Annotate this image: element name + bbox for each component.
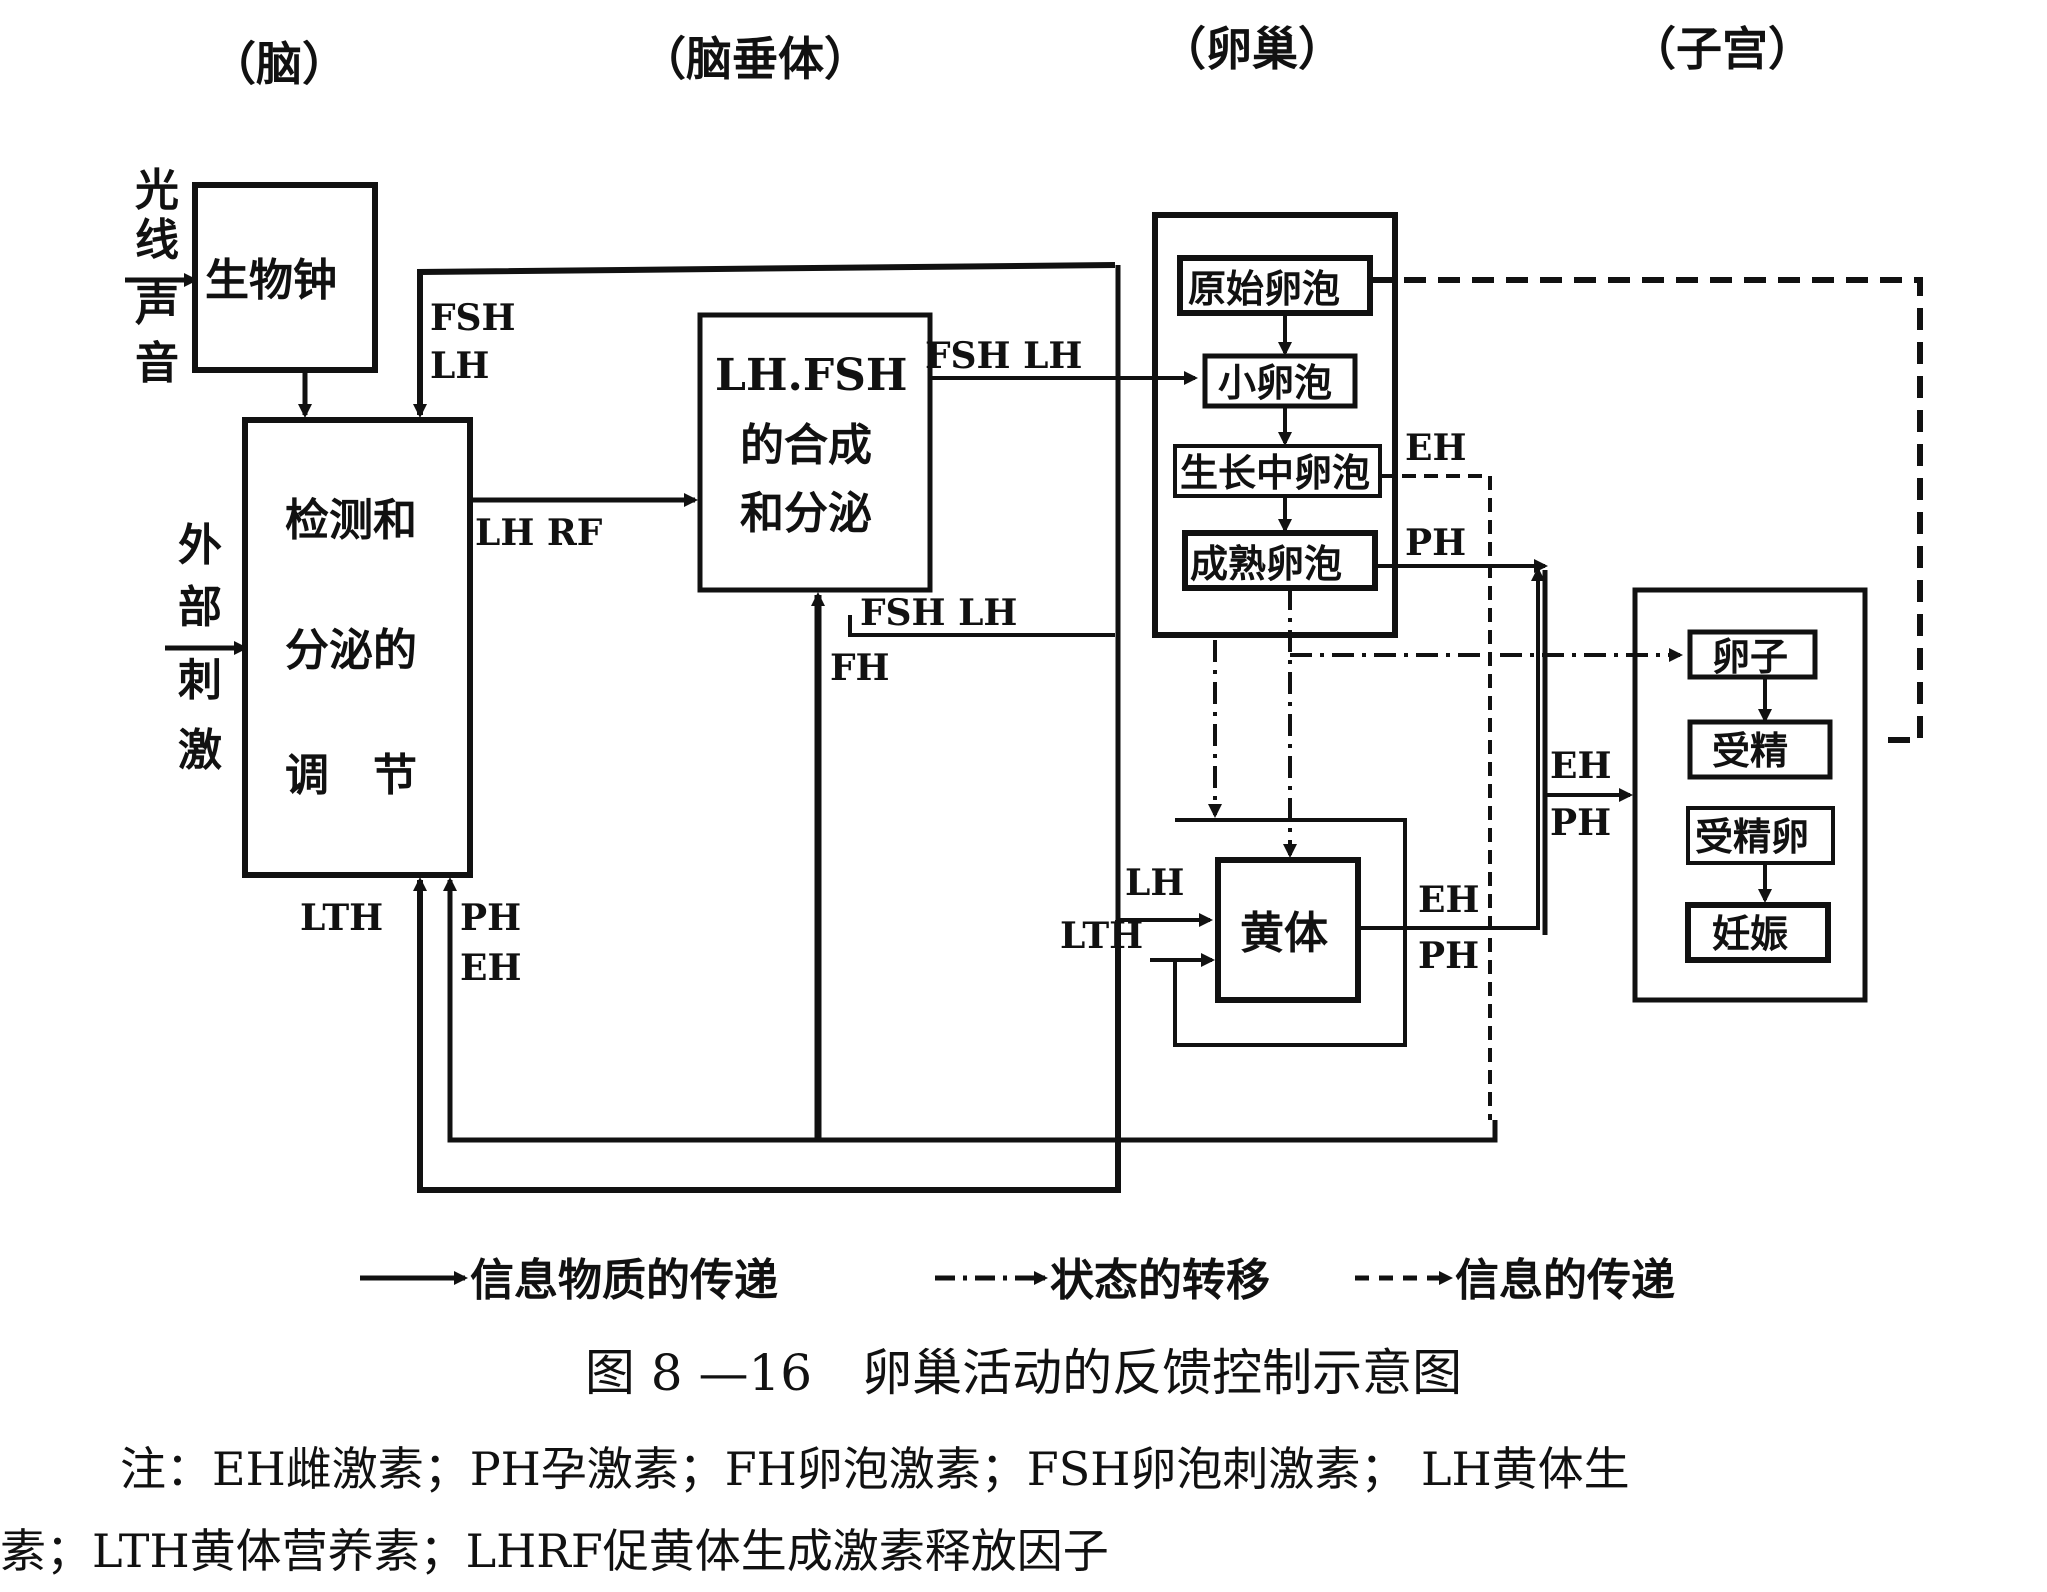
svg-text:妊娠: 妊娠 (1712, 911, 1788, 956)
svg-text:卵子: 卵子 (1712, 634, 1788, 679)
uterus-fertilization (1687, 719, 1833, 780)
signal-ph-left: PH (460, 897, 521, 939)
uterus-egg (1687, 629, 1818, 680)
svg-text:小卵泡: 小卵泡 (1218, 360, 1332, 405)
synthesis-label: LH.FSH 的合成 和分泌 (715, 350, 907, 539)
uterus-box (1632, 587, 1868, 1003)
arrow-fsh-lh-top (413, 262, 1116, 418)
uterus-zygote (1686, 806, 1835, 865)
figure-note: 注：EH雌激素；PH孕激素；FH卵泡激素；FSH卵泡刺激素； LH黄体生 素；L… (0, 1428, 2020, 1592)
arrow-eh-ph-luteum (1358, 567, 1545, 930)
svg-text:原始卵泡: 原始卵泡 (1188, 266, 1340, 311)
follicle-growing (1173, 444, 1382, 498)
biological-clock-box (192, 182, 378, 373)
dashed-info-line (1370, 277, 1923, 743)
signal-fsh-lh-back: FSH LH (860, 592, 1017, 634)
signal-ph-luteum: PH (1418, 935, 1479, 977)
legend-material: 信息物质的传递 (470, 1255, 778, 1306)
signal-eh-uterus: EH (1550, 745, 1611, 787)
header-ovary: （卵巢） (1160, 22, 1344, 76)
svg-text:LH.FSH: LH.FSH (715, 350, 907, 401)
svg-text:激: 激 (178, 725, 222, 776)
svg-text:受精: 受精 (1712, 728, 1788, 773)
regulation-label: 检测和 分泌的 调 节 (285, 495, 417, 801)
svg-text:检测和: 检测和 (285, 495, 417, 546)
legend: 信息物质的传递 状态的转移 信息的传递 (360, 1255, 1675, 1306)
svg-text:部: 部 (178, 582, 222, 633)
arrow-lth-feedback (413, 877, 1121, 1193)
signal-ph-follicle: PH (1405, 522, 1466, 564)
svg-text:光: 光 (135, 165, 179, 216)
biological-clock-label: 生物钟 (205, 255, 337, 306)
svg-text:分泌的: 分泌的 (285, 625, 417, 676)
signal-ph-uterus: PH (1550, 802, 1611, 844)
arrow-fsh-lh-out (928, 371, 1198, 390)
synthesis-box (697, 312, 933, 593)
arrow-ph-eh-feedback (443, 877, 1498, 1143)
note-line-2: 素；LTH黄体营养素；LHRF促黄体生成激素释放因子 (0, 1524, 1109, 1578)
feedback-diagram: （脑） （脑垂体） （卵巢） （子宫） 光 线 声 音 生物钟 外 部 刺 激 … (125, 22, 1923, 1306)
legend-state: 状态的转移 (1050, 1255, 1270, 1306)
line-eh-follicle (1380, 474, 1492, 1120)
ovary-box (1152, 212, 1398, 638)
signal-lh-luteum: LH (1125, 862, 1184, 904)
svg-text:和分泌: 和分泌 (740, 488, 872, 539)
corpus-luteum-label: 黄体 (1240, 908, 1328, 959)
input-external: 外 部 刺 激 (178, 520, 222, 776)
svg-text:外: 外 (178, 520, 222, 571)
input-light-sound: 光 线 声 音 (135, 165, 179, 389)
svg-text:声: 声 (135, 280, 179, 331)
follicle-small (1202, 353, 1358, 409)
signal-lhrf: LH RF (475, 512, 603, 554)
header-pituitary: （脑垂体） (640, 32, 870, 86)
header-brain: （脑） (210, 37, 348, 91)
follicle-primordial (1177, 255, 1373, 316)
svg-text:音: 音 (135, 338, 179, 389)
svg-text:刺: 刺 (178, 655, 222, 706)
signal-eh-luteum: EH (1418, 879, 1479, 921)
line-fsh-lh-back (848, 615, 1115, 637)
signal-eh-follicle: EH (1405, 427, 1466, 469)
signal-lth-luteum: LTH (1060, 915, 1143, 957)
svg-text:的合成: 的合成 (740, 420, 872, 471)
signal-eh-left: EH (460, 947, 521, 989)
signal-fh: FH (830, 647, 890, 689)
signal-lth-left: LTH (300, 897, 383, 939)
svg-text:生长中卵泡: 生长中卵泡 (1180, 450, 1370, 495)
uterus-pregnancy (1685, 902, 1831, 963)
header-uterus: （子宫） (1630, 22, 1814, 76)
follicle-mature (1182, 530, 1378, 591)
svg-text:调 节: 调 节 (285, 750, 417, 801)
regulation-box (242, 417, 473, 878)
luteum-feedback-loop (1173, 818, 1407, 1047)
figure-caption: 图 8 —16 卵巢活动的反馈控制示意图 (584, 1344, 1463, 1402)
signal-fsh-lh-out: FSH LH (925, 335, 1082, 377)
signal-lh-top: LH (430, 345, 489, 387)
legend-info: 信息的传递 (1455, 1255, 1675, 1306)
svg-text:线: 线 (135, 215, 179, 266)
note-line-1: 注：EH雌激素；PH孕激素；FH卵泡激素；FSH卵泡刺激素； LH黄体生 (120, 1442, 1630, 1496)
signal-fsh-top: FSH (430, 297, 516, 339)
svg-text:受精卵: 受精卵 (1695, 814, 1809, 859)
svg-text:成熟卵泡: 成熟卵泡 (1190, 541, 1342, 586)
